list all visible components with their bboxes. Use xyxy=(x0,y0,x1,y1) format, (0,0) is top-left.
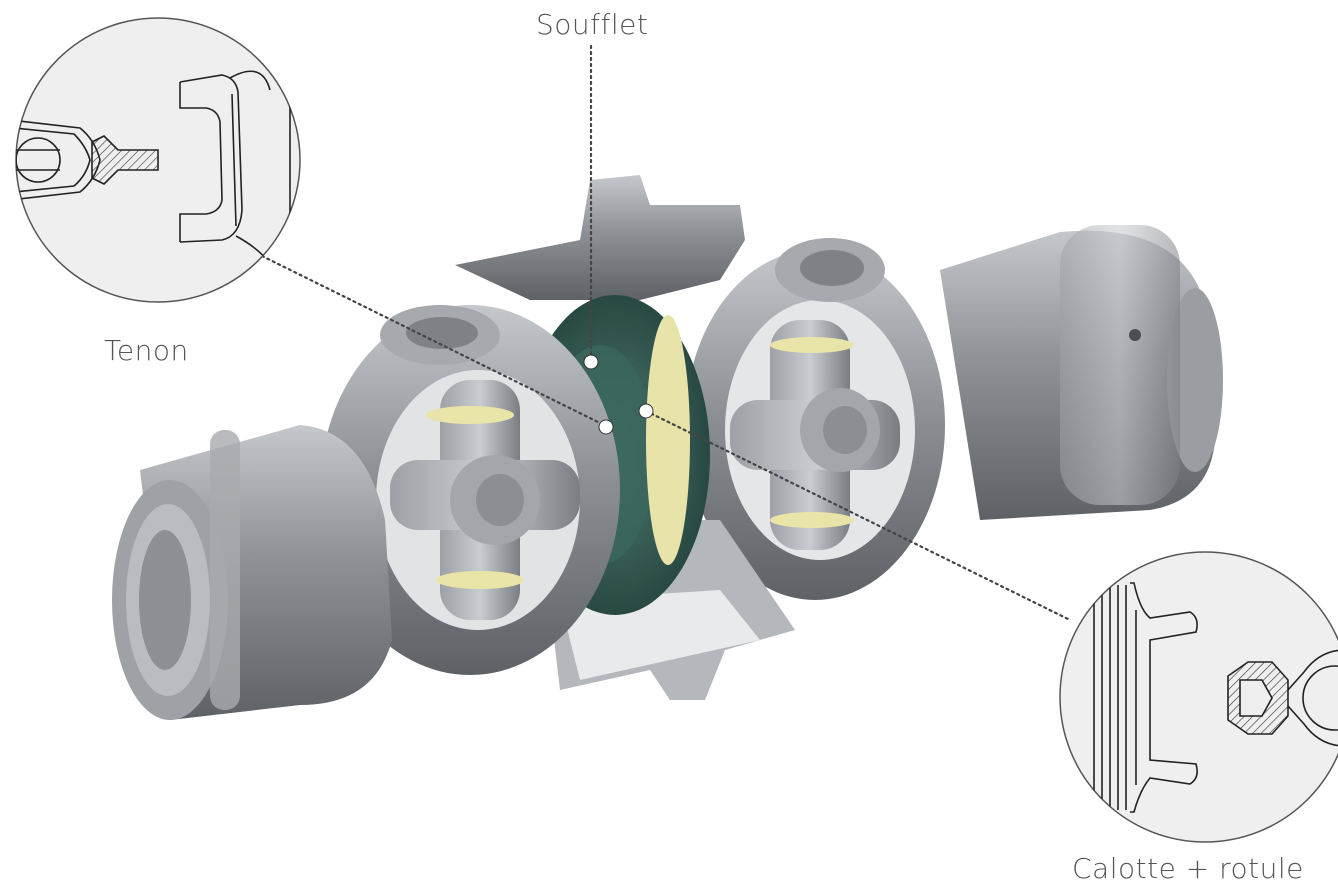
calotte-rotule-label: Calotte + rotule xyxy=(1072,852,1304,885)
calotte-detail-drawing xyxy=(1059,551,1338,843)
soufflet-dot xyxy=(583,354,599,370)
tenon-dot xyxy=(598,419,614,435)
calotte-dot xyxy=(638,403,654,419)
leader-lines xyxy=(260,44,1072,622)
callout-dots xyxy=(583,354,654,435)
joint-body xyxy=(112,175,1223,720)
soufflet-label: Soufflet xyxy=(536,8,649,41)
tenon-detail-drawing xyxy=(15,17,301,303)
tenon-label: Tenon xyxy=(104,334,189,367)
